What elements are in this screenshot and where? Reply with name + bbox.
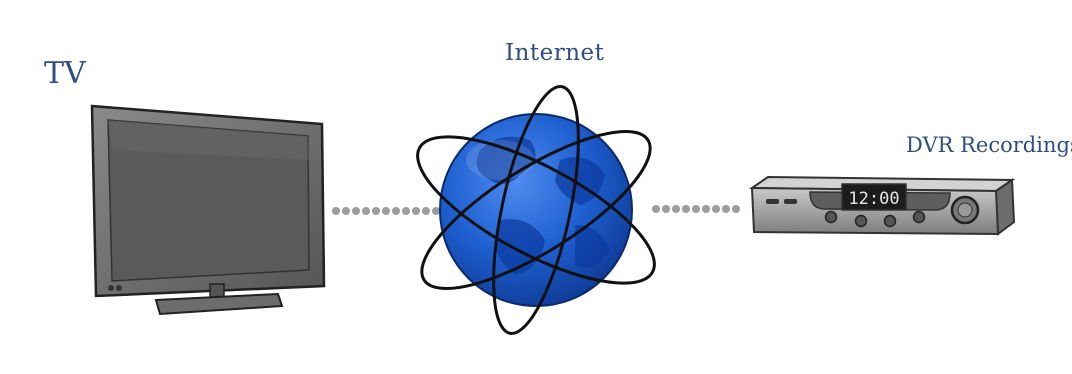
connector-dot bbox=[722, 205, 730, 213]
connector-dot bbox=[382, 207, 390, 215]
connector-dot bbox=[422, 207, 430, 215]
connector-dot bbox=[432, 207, 440, 215]
connector-dot bbox=[702, 205, 710, 213]
dvr-icon: 12:00 bbox=[752, 177, 1014, 234]
dvr-display: 12:00 bbox=[848, 189, 899, 209]
connector-dot bbox=[732, 205, 740, 213]
connector-dot bbox=[402, 207, 410, 215]
connector-dot bbox=[662, 205, 670, 213]
connector-dot bbox=[392, 207, 400, 215]
globe-icon bbox=[399, 80, 673, 341]
tv-icon bbox=[92, 106, 324, 314]
connector-dot bbox=[332, 207, 340, 215]
connector-dot bbox=[352, 207, 360, 215]
connector-dot bbox=[692, 205, 700, 213]
connector-dot bbox=[682, 205, 690, 213]
connector-dot bbox=[372, 207, 380, 215]
internet-dvr-connector bbox=[652, 205, 740, 213]
connector-dot bbox=[712, 205, 720, 213]
connector-dot bbox=[362, 207, 370, 215]
connector-dot bbox=[342, 207, 350, 215]
connector-dot bbox=[672, 205, 680, 213]
connector-dot bbox=[652, 205, 660, 213]
tv-internet-connector bbox=[332, 207, 440, 215]
connector-dot bbox=[412, 207, 420, 215]
